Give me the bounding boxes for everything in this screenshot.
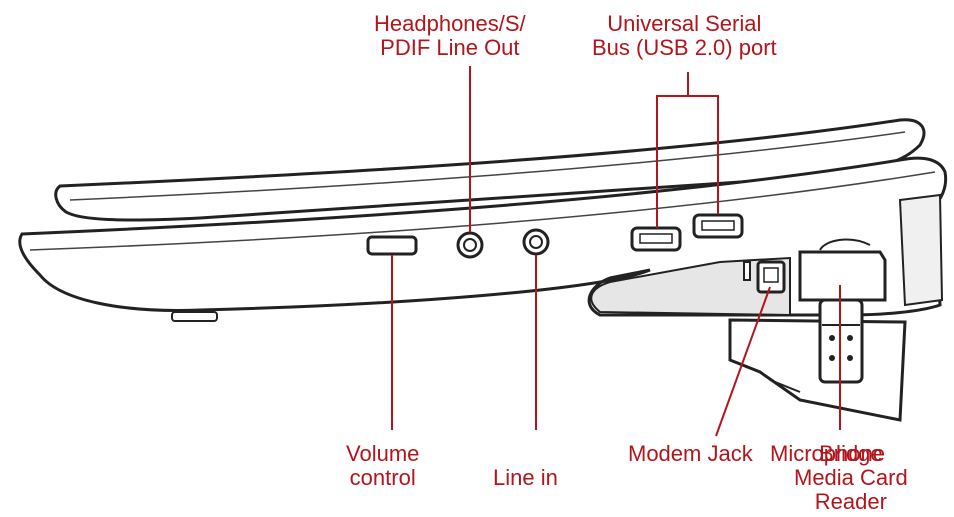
stand-plate xyxy=(728,318,907,422)
bridge-media-label-line2: Media Card xyxy=(794,465,908,490)
base-recess xyxy=(590,256,791,317)
hinge-screw xyxy=(847,335,853,341)
stand-slot xyxy=(769,379,801,393)
volume-label-line1: Volume xyxy=(346,441,420,466)
line-in-label-line1: Line in xyxy=(493,465,558,490)
laptop-foot xyxy=(171,311,218,322)
usb-label-line2: Bus (USB 2.0) port xyxy=(592,35,777,60)
volume-label: Volume control xyxy=(346,442,419,490)
usb-label-line1: Universal Serial xyxy=(607,11,762,36)
base-right-side xyxy=(898,193,944,307)
bridge-media-label: Bridge Media Card Reader xyxy=(794,442,908,514)
usb-port-2-inner xyxy=(701,220,735,231)
bridge-media-label-line3: Reader xyxy=(814,489,887,514)
headphones-jack-inner xyxy=(463,238,477,252)
microphone-label: Microphone xyxy=(770,442,885,466)
lid-edge-line xyxy=(69,131,906,201)
hinge-screw xyxy=(829,335,835,341)
usb-label: Universal Serial Bus (USB 2.0) port xyxy=(592,12,777,60)
headphones-label-line2: PDIF Line Out xyxy=(380,35,520,60)
bridge-media-label-line1: Bridge xyxy=(819,441,883,466)
modem-jack-label: Modem Jack xyxy=(628,442,753,466)
microphone-slot xyxy=(743,261,751,281)
media-card-reader xyxy=(798,250,887,302)
laptop-lid xyxy=(54,118,926,222)
line-in-jack-inner xyxy=(529,235,543,249)
microphone-label-line1: Microphone xyxy=(770,441,885,466)
modem-jack-leader xyxy=(715,286,771,437)
media-card-reader-top xyxy=(819,238,871,251)
callout-lines xyxy=(391,66,841,437)
modem-jack-inner xyxy=(763,267,779,283)
hinge-screw xyxy=(847,355,853,361)
usb-port-1-inner xyxy=(639,233,673,244)
headphones-label-line1: Headphones/S/ xyxy=(374,11,526,36)
volume-control xyxy=(366,235,418,256)
hinge-screw xyxy=(829,355,835,361)
modem-jack-label-line1: Modem Jack xyxy=(628,441,753,466)
headphones-label: Headphones/S/ PDIF Line Out xyxy=(374,12,526,60)
line-in-label: Line in xyxy=(493,466,558,490)
volume-label-line2: control xyxy=(349,465,416,490)
base-top-line xyxy=(29,171,936,251)
